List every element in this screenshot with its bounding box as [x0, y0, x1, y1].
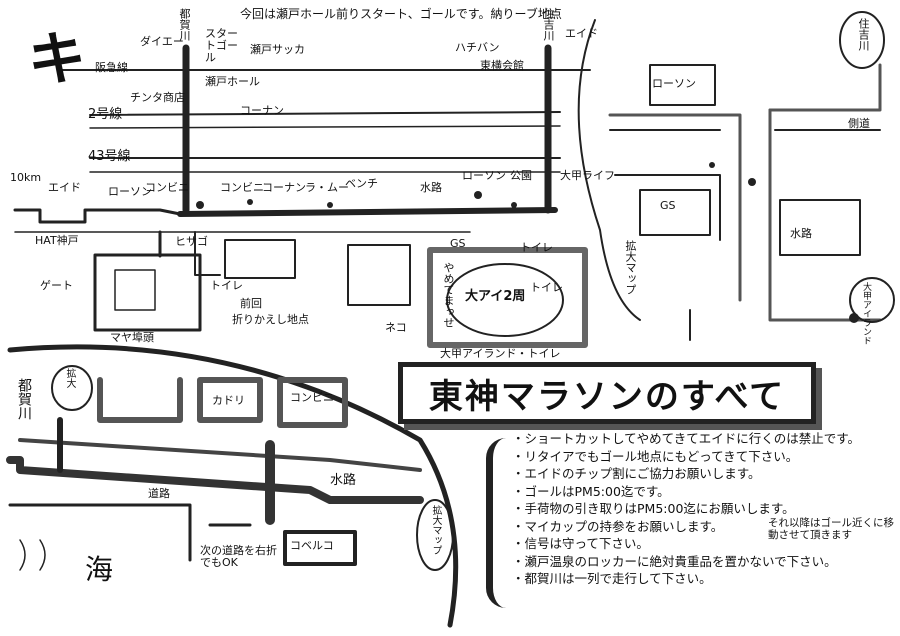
turnaround-label: 折りかえし地点 [232, 313, 309, 326]
route43-label: 43号線 [88, 149, 131, 164]
hankyu-line-label: 阪急線 [95, 61, 128, 74]
seto-soccer-label: 瀬戸サッカ [250, 43, 305, 56]
daiei-label: ダイエー [140, 35, 184, 48]
title-banner: 東神マラソンのすべて [398, 362, 816, 424]
michi-label: 道路 [148, 487, 170, 500]
kilometer-mark: キ [28, 25, 87, 93]
kobe-bottom-label: コベルコ [290, 539, 334, 552]
rokko-island-right-label: 大甲アイランド [861, 282, 871, 345]
maya-futou-label: マヤ埠頭 [110, 331, 154, 344]
lawson-right-label: ローソン [652, 77, 696, 90]
dai-ai-oval-label: 大アイ2周 [465, 289, 526, 304]
gs-right-label: GS [660, 199, 676, 212]
conv-bottom-label: コンビニ [290, 391, 334, 404]
rule-item: リタイアでもゴール地点にもどってきて下さい。 [512, 448, 892, 466]
route2-label: 2号線 [88, 107, 123, 122]
toilet-right-label: トイレ [530, 281, 563, 294]
suiro-label: 水路 [420, 181, 442, 194]
rule-item: ゴールはPM5:00迄です。 [512, 483, 892, 501]
rule-item: 信号は守って下さい。 [512, 535, 892, 553]
tsuga-river-label: 都賀川 [178, 8, 191, 41]
lawson-left-label: ローソン [108, 185, 152, 198]
kakudai-bottom-label: 拡大マップ [430, 505, 441, 555]
rule-item: ショートカットしてやめてきてエイドに行くのは禁止です。 [512, 430, 892, 448]
rokko-island-toilet-label: 大甲アイランド・トイレ [440, 347, 561, 360]
yamete-label: やめてまっせ [442, 262, 455, 328]
hachiban-label: ハチバン [455, 41, 500, 54]
toyo-hall-label: 東横会館 [480, 59, 524, 72]
kakudai-map-label: 拡大マップ [624, 240, 637, 295]
umi-label: 海 [85, 553, 114, 586]
rule-item: エイドのチップ割にご協力お願いします。 [512, 465, 892, 483]
konan-top-label: コーナン [240, 104, 284, 117]
rule-item: 手荷物の引き取りはPM5:00迄にお願いします。 [512, 500, 892, 518]
rule-item: 都賀川は一列で走行して下さい。 [512, 570, 892, 588]
ramu-label: ラ・ムー [305, 181, 349, 194]
toilet-left-label: トイレ [210, 279, 243, 292]
konan-bottom-label: コーナン [262, 181, 306, 194]
previous-label: 前回 [240, 297, 262, 310]
conv-mid-label: コンビニ [220, 181, 264, 194]
rule-item: マイカップの持参をお願いします。 [512, 518, 892, 536]
side-note: それ以降はゴール近くに移動させて頂きます [768, 517, 894, 541]
park-label: 公園 [510, 169, 532, 182]
aid-left-label: エイド [48, 181, 81, 194]
neko-label: ネコ [385, 321, 407, 334]
rule-item: 瀬戸温泉のロッカーに絶対貴重品を置かないで下さい。 [512, 553, 892, 571]
seto-hall-label: 瀬戸ホール [205, 75, 260, 88]
rules-list: ショートカットしてやめてきてエイドに行くのは禁止です。リタイアでもゴール地点にも… [512, 430, 892, 588]
page-title: 東神マラソンのすべて [428, 376, 786, 417]
aid-top-label: エイド [565, 27, 598, 40]
gs-label: GS [450, 237, 466, 250]
10km-label: 10km [10, 171, 42, 184]
sumiyoshi-river-label: 住吉川 [542, 8, 555, 41]
kadori-label: カドリ [212, 394, 245, 407]
next-road-label: 次の道路を右折でもOK [200, 544, 277, 570]
conv-left-label: コンビニ [145, 181, 189, 194]
hat-kobe-label: HAT神戸 [35, 234, 79, 247]
chinta-label: チンタ商店 [130, 91, 185, 104]
start-goal-label: スタートゴール [205, 27, 238, 65]
daiko-life-label: 大甲ライフ [560, 169, 615, 182]
kakudai-circle-label: 拡大 [64, 368, 75, 388]
suiro-bottom-label: 水路 [330, 473, 357, 488]
notes-bracket [486, 438, 507, 608]
sumiyoshi-circle-label: 住吉川 [857, 18, 870, 51]
ryousoku-label: 側道 [848, 117, 870, 130]
bench-label: ベンチ [345, 177, 378, 190]
toilet-mid-label: トイレ [520, 241, 553, 254]
hisago-label: ヒサゴ [175, 235, 208, 248]
gate-label: ゲート [40, 279, 73, 292]
tsuga-bottom-label: 都賀川 [16, 378, 32, 420]
lawson-mid-label: ローソン [462, 169, 506, 182]
suiro-right-label: 水路 [790, 227, 812, 240]
header-note: 今回は瀬戸ホール前りスタート、ゴールです。納りーブ地点 [240, 7, 562, 21]
